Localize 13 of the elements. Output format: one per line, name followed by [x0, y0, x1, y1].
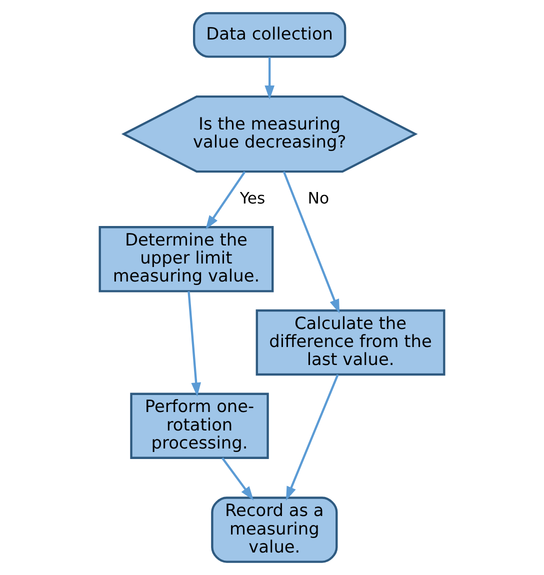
arrow	[282, 171, 340, 314]
node-box: Data collection	[192, 12, 346, 58]
arrow	[206, 171, 246, 230]
node-box: Calculate the difference from the last value.	[256, 309, 446, 376]
node-box: Determine the upper limit measuring value.	[98, 226, 274, 292]
node-box: Perform one-rotation processing.	[130, 392, 269, 459]
edge-label: No	[308, 188, 330, 208]
arrow	[188, 291, 202, 397]
arrow	[286, 374, 339, 501]
arrow	[222, 457, 254, 500]
edge-label: Yes	[240, 188, 266, 208]
node-box: Record as a measuring value.	[211, 496, 338, 563]
arrow	[264, 57, 274, 100]
